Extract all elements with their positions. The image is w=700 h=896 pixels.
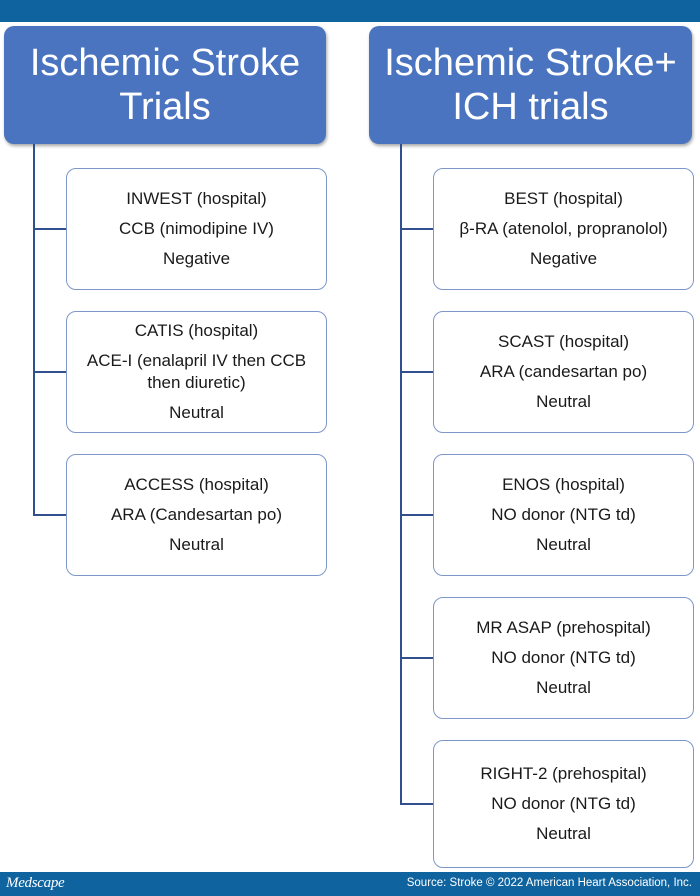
trial-result: Negative xyxy=(162,249,231,268)
trial-drug: NO donor (NTG td) xyxy=(491,794,636,813)
trial-result: Neutral xyxy=(536,535,591,554)
trial-name: CATIS (hospital) xyxy=(134,321,259,340)
trial-drug: NO donor (NTG td) xyxy=(491,505,636,524)
trial-result: Negative xyxy=(529,249,598,268)
trial-name: MR ASAP (prehospital) xyxy=(476,618,651,637)
trial-name: SCAST (hospital) xyxy=(497,332,629,351)
footer-bar: Medscape Source: Stroke © 2022 American … xyxy=(0,872,700,896)
trial-result: Neutral xyxy=(536,392,591,411)
trial-box-enos: ENOS (hospital) NO donor (NTG td) Neutra… xyxy=(433,454,694,576)
trial-box-right-2: RIGHT-2 (prehospital) NO donor (NTG td) … xyxy=(433,740,694,868)
trial-result: Neutral xyxy=(169,403,224,422)
trial-drug: NO donor (NTG td) xyxy=(491,648,636,667)
left-connector-trunk xyxy=(33,144,35,516)
trial-name: BEST (hospital) xyxy=(504,189,623,208)
trial-name: INWEST (hospital) xyxy=(126,189,267,208)
trial-box-access: ACCESS (hospital) ARA (Candesartan po) N… xyxy=(66,454,327,576)
trial-name: ACCESS (hospital) xyxy=(124,475,269,494)
trial-result: Neutral xyxy=(536,824,591,843)
trial-box-scast: SCAST (hospital) ARA (candesartan po) Ne… xyxy=(433,311,694,433)
trial-drug: ARA (candesartan po) xyxy=(479,362,648,381)
left-column-header: Ischemic Stroke Trials xyxy=(4,26,326,144)
trial-drug: ACE-I (enalapril IV then CCB then diuret… xyxy=(86,351,307,392)
right-connector-branch-3 xyxy=(400,514,433,516)
right-column-header: Ischemic Stroke+ ICH trials xyxy=(369,26,692,144)
trial-drug: ARA (Candesartan po) xyxy=(110,505,283,524)
right-connector-branch-5 xyxy=(400,803,433,805)
medscape-logo[interactable]: Medscape xyxy=(6,875,65,891)
trial-drug: CCB (nimodipine IV) xyxy=(119,219,274,238)
trial-result: Neutral xyxy=(169,535,224,554)
left-header-text: Ischemic Stroke Trials xyxy=(29,42,301,128)
trial-name: RIGHT-2 (prehospital) xyxy=(480,764,647,783)
left-connector-branch-2 xyxy=(33,371,66,373)
right-connector-branch-1 xyxy=(400,228,433,230)
trial-box-best: BEST (hospital) β-RA (atenolol, proprano… xyxy=(433,168,694,290)
source-credit: Source: Stroke © 2022 American Heart Ass… xyxy=(406,877,692,889)
right-connector-branch-2 xyxy=(400,371,433,373)
right-header-text: Ischemic Stroke+ ICH trials xyxy=(384,42,677,128)
left-connector-branch-1 xyxy=(33,228,66,230)
trial-box-inwest: INWEST (hospital) CCB (nimodipine IV) Ne… xyxy=(66,168,327,290)
right-connector-branch-4 xyxy=(400,657,433,659)
top-bar xyxy=(0,0,700,22)
right-connector-trunk xyxy=(400,144,402,805)
trial-box-mr-asap: MR ASAP (prehospital) NO donor (NTG td) … xyxy=(433,597,694,719)
left-connector-branch-3 xyxy=(33,514,66,516)
trial-box-catis: CATIS (hospital) ACE-I (enalapril IV the… xyxy=(66,311,327,433)
trial-result: Neutral xyxy=(536,678,591,697)
trial-drug: β-RA (atenolol, propranolol) xyxy=(459,219,668,238)
trial-name: ENOS (hospital) xyxy=(502,475,625,494)
